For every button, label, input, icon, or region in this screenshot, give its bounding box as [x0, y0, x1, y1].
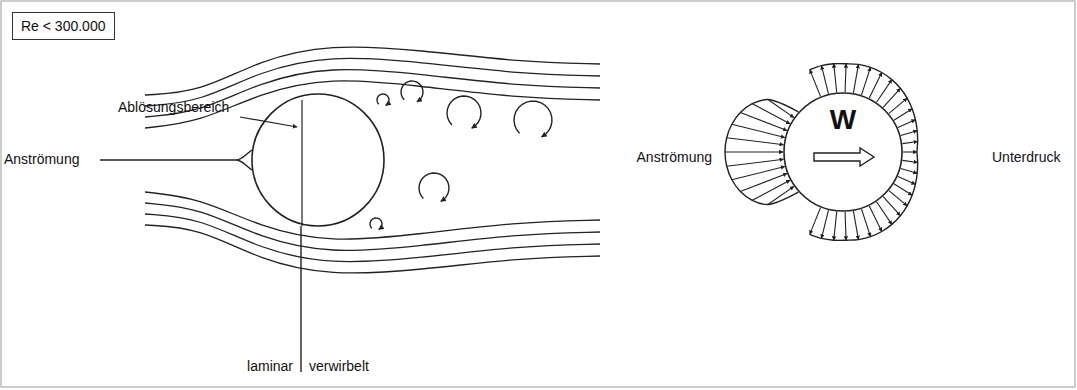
vortex: [370, 218, 382, 229]
pressure-arrow: [853, 64, 858, 93]
pressure-arrow: [740, 113, 787, 131]
pressure-arrow: [810, 70, 821, 97]
pressure-arrow: [862, 67, 871, 95]
separation-label: Ablösungsbereich: [118, 99, 229, 115]
pressure-arrow: [902, 142, 917, 144]
pressure-arrow: [725, 151, 783, 152]
pressure-arrow: [898, 120, 916, 128]
pressure-arrow: [834, 212, 837, 241]
vortex: [377, 94, 389, 105]
pressure-arrow: [862, 209, 871, 237]
pressure-arrow: [768, 99, 794, 117]
pressure-arrow: [821, 210, 828, 238]
condition-box: Re < 300.000: [12, 12, 115, 40]
drag-arrow: [814, 148, 874, 166]
pressure-arrow: [894, 109, 912, 120]
inflow-label: Anströmung: [637, 149, 712, 165]
vortex: [419, 173, 449, 201]
pressure-arrow: [877, 202, 892, 225]
pressure-arrow: [869, 206, 881, 232]
pressure-arrow: [901, 169, 918, 174]
pressure-arrow: [894, 184, 912, 195]
reynolds-label: Re < 300.000: [21, 18, 106, 34]
pressure-arrow: [845, 64, 847, 92]
turbulent-label: verwirbelt: [309, 358, 369, 374]
pressure-arrow: [889, 191, 907, 206]
pressure-arrow: [752, 180, 790, 200]
pressure-arrow: [727, 138, 784, 145]
inflow-label: Anströmung: [4, 151, 79, 167]
streamline: [145, 192, 600, 239]
pressure-arrow: [821, 66, 828, 94]
cylinder-circle: W: [783, 92, 903, 212]
pressure-arrow: [889, 98, 907, 113]
cylinder: [252, 94, 384, 226]
vortices: [370, 81, 552, 229]
pressure-arrow: [869, 72, 881, 98]
pressure-arrow: [898, 176, 916, 184]
divider-line: [300, 226, 301, 372]
pressure-arrow: [853, 211, 858, 240]
pressure-arrow: [903, 151, 917, 152]
suction-label: Unterdruck: [992, 149, 1060, 165]
pressure-arrow: [810, 208, 821, 235]
pressure-arrow: [902, 160, 917, 162]
pressure-arrow: [901, 131, 918, 136]
pressure-arrow: [768, 186, 794, 204]
laminar-label: laminar: [247, 358, 293, 374]
pressure-distribution: [725, 64, 918, 241]
vortex: [514, 101, 552, 137]
vortex: [401, 81, 423, 102]
pressure-arrow: [883, 197, 900, 216]
leader-line: [240, 117, 297, 127]
pressure-arrow: [727, 159, 784, 166]
pressure-arrow: [877, 80, 892, 103]
circle-outline: [784, 93, 902, 211]
streamline: [145, 203, 600, 250]
pressure-arrow: [834, 64, 837, 93]
inflow-line: [100, 150, 252, 170]
pressure-arrow: [752, 104, 790, 124]
vortex: [447, 96, 481, 128]
pressure-arrow: [732, 167, 785, 180]
pressure-envelope: [725, 99, 798, 204]
pressure-arrow: [845, 212, 847, 240]
force-symbol: W: [830, 104, 856, 136]
separation-line: [301, 100, 302, 226]
pressure-arrow: [883, 88, 900, 107]
